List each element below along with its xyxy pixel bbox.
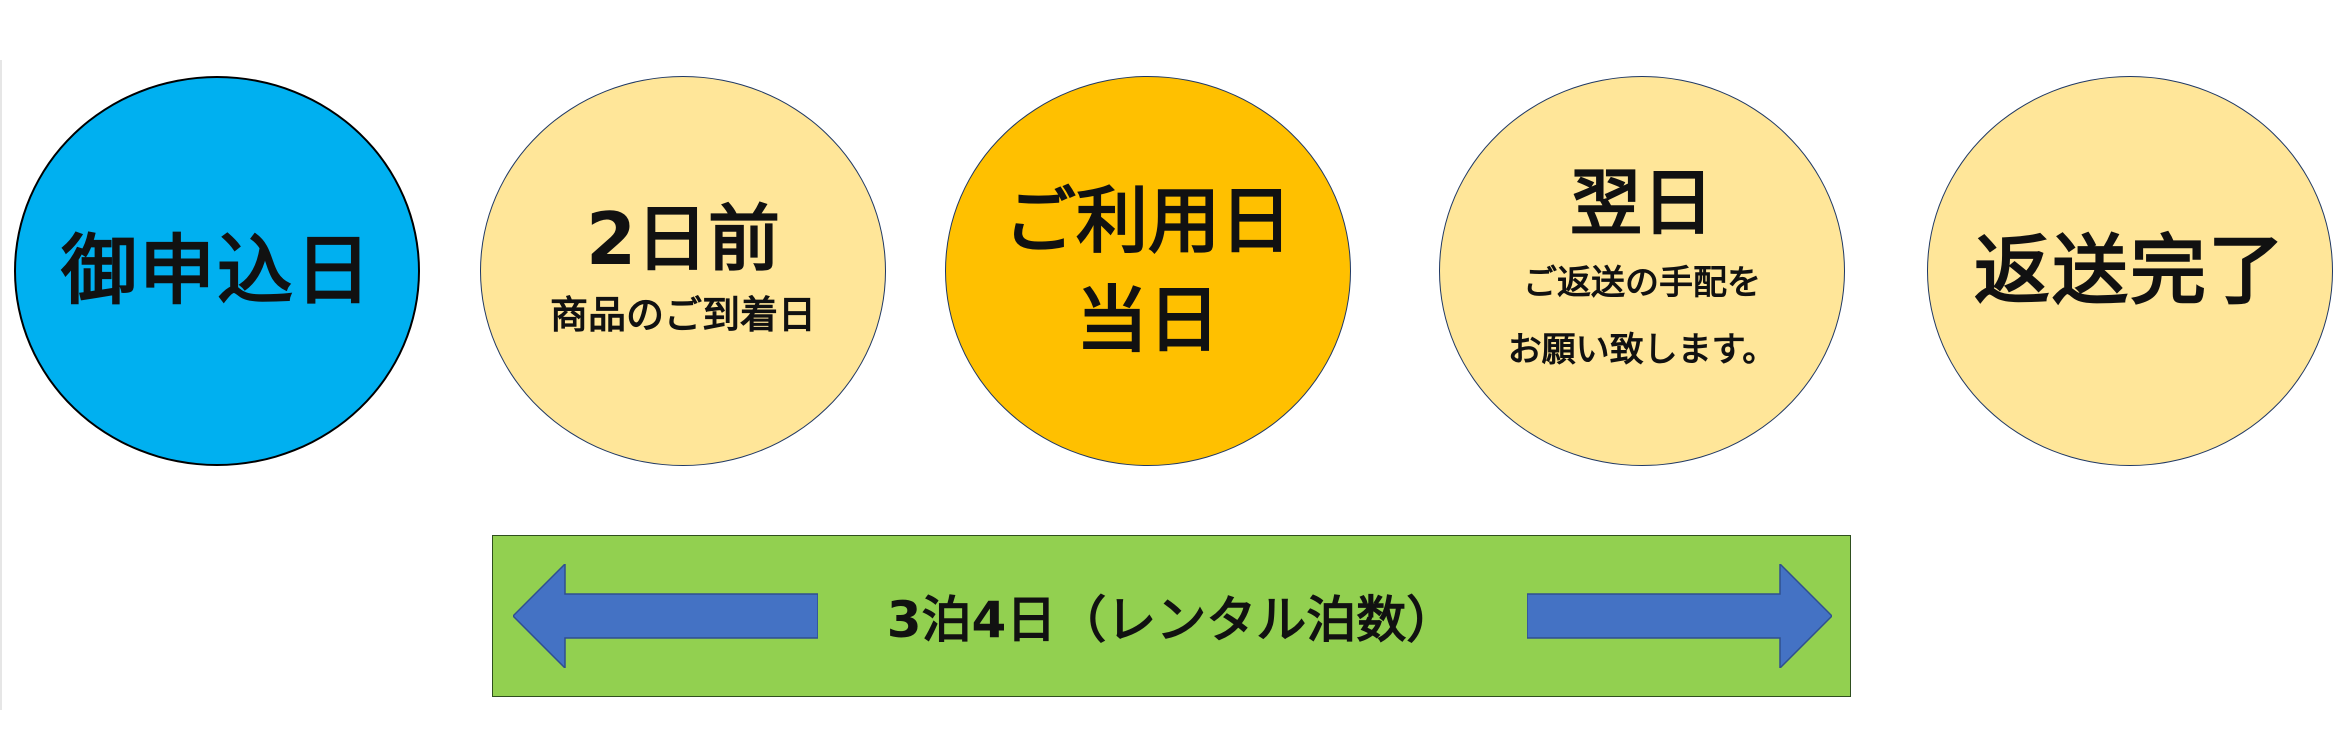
step-next-day-circle: 翌日 ご返送の手配を お願い致します。 — [1439, 76, 1845, 466]
arrow-left-icon — [513, 564, 818, 668]
step-next-day-sublabel-1: ご返送の手配を — [1523, 262, 1761, 303]
step-application-day-label: 御申込日 — [61, 226, 373, 316]
step-usage-day-label-2: 当日 — [1075, 278, 1220, 362]
step-usage-day-circle: ご利用日 当日 — [945, 76, 1351, 466]
step-return-complete-circle: 返送完了 — [1927, 76, 2333, 466]
step-two-days-before-label: 2日前 — [585, 197, 781, 282]
step-two-days-before-sublabel: 商品のご到着日 — [549, 292, 816, 337]
rental-duration-label: 3泊4日（レンタル泊数） — [886, 591, 1457, 649]
left-divider — [0, 60, 2, 710]
arrow-right-icon — [1527, 564, 1832, 668]
rental-duration-bar: 3泊4日（レンタル泊数） — [492, 535, 1851, 697]
step-return-complete-label: 返送完了 — [1974, 226, 2286, 316]
step-two-days-before-circle: 2日前 商品のご到着日 — [480, 76, 886, 466]
step-next-day-label: 翌日 — [1569, 160, 1714, 245]
step-next-day-sublabel-2: お願い致します。 — [1507, 330, 1777, 371]
step-usage-day-label: ご利用日 — [1003, 179, 1292, 264]
step-application-day-circle: 御申込日 — [14, 76, 420, 466]
